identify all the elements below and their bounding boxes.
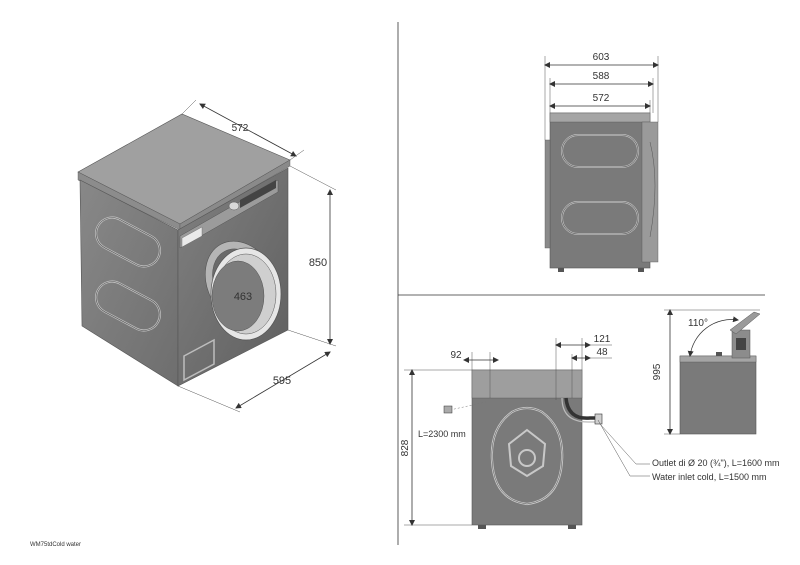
rear-height-label: 828: [400, 439, 411, 456]
washer-service-panel: [183, 338, 215, 382]
lid-view-body: [679, 355, 757, 435]
side-dim-603: 603: [593, 52, 610, 63]
iso-depth-label: 595: [273, 375, 291, 387]
iso-width-label: 572: [232, 123, 249, 134]
sheet-frame: [397, 22, 765, 545]
rear-view: L=2300 mm 92 121 48 828 Outlet di Ø 20 (…: [400, 334, 780, 529]
side-dim-588: 588: [593, 71, 610, 82]
side-view-body: [549, 112, 651, 269]
iso-height-label: 850: [309, 257, 327, 269]
side-dim-572: 572: [593, 93, 610, 104]
door-diameter-label: 463: [234, 291, 252, 303]
side-view: 603 588 572: [544, 52, 659, 272]
outlet-note: Outlet di Ø 20 (¾"), L=1600 mm: [652, 458, 780, 468]
lid-open-view: 995 110°: [652, 309, 761, 435]
inlet-note: Water inlet cold, L=1500 mm: [652, 472, 766, 482]
rear-dim-121: 121: [594, 334, 611, 345]
power-cable-label: L=2300 mm: [418, 429, 466, 439]
lid-height-label: 995: [652, 363, 663, 380]
rear-dim-92: 92: [450, 350, 462, 361]
isometric-washer-view: 572 850 595 463: [77, 99, 337, 413]
rear-dim-48: 48: [596, 347, 608, 358]
drawing-caption: WM75tdCold water: [30, 542, 81, 548]
lid-angle-label: 110°: [688, 318, 708, 329]
